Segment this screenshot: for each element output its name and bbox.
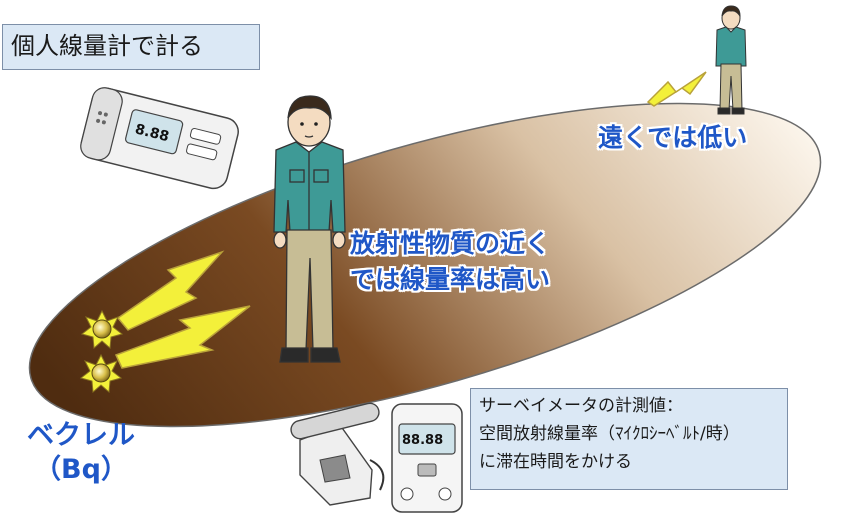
becquerel-label-line1: ベクレル	[27, 420, 135, 451]
worker-figure-icon	[273, 95, 346, 363]
survey-meter-note: サーベイメータの計測値： 空間放射線量率（ﾏｲｸﾛｼｰﾍﾞﾙﾄ/時） に滞在時間…	[470, 388, 788, 490]
radiation-ray-icon	[646, 71, 707, 107]
near-source-label-line2: では線量率は高い	[350, 265, 551, 294]
becquerel-label-line2: （Bq）	[34, 454, 128, 485]
near-source-label: 放射性物質の近く では線量率は高い	[350, 226, 620, 298]
meter-reading: 88.88	[402, 433, 443, 448]
ground-ellipse	[28, 102, 822, 428]
survey-meter-icon	[290, 402, 385, 506]
radiation-ray-icon	[114, 250, 251, 369]
survey-meter-note-line1: サーベイメータの計測値：	[479, 396, 683, 416]
survey-meter-note-line2: 空間放射線量率（ﾏｲｸﾛｼｰﾍﾞﾙﾄ/時）	[479, 424, 740, 444]
worker-figure-icon	[715, 5, 747, 115]
becquerel-label: ベクレル （Bq）	[16, 419, 146, 487]
page-title: 個人線量計で計る	[2, 24, 260, 70]
survey-meter-icon: 88.88	[391, 403, 463, 513]
radiation-source-icon	[79, 309, 124, 394]
far-distance-label: 遠くでは低い	[598, 123, 748, 152]
dosimeter-icon: 8.88	[80, 87, 239, 190]
near-source-label-line1: 放射性物質の近く	[350, 229, 551, 258]
survey-meter-note-line3: に滞在時間をかける	[479, 452, 632, 472]
